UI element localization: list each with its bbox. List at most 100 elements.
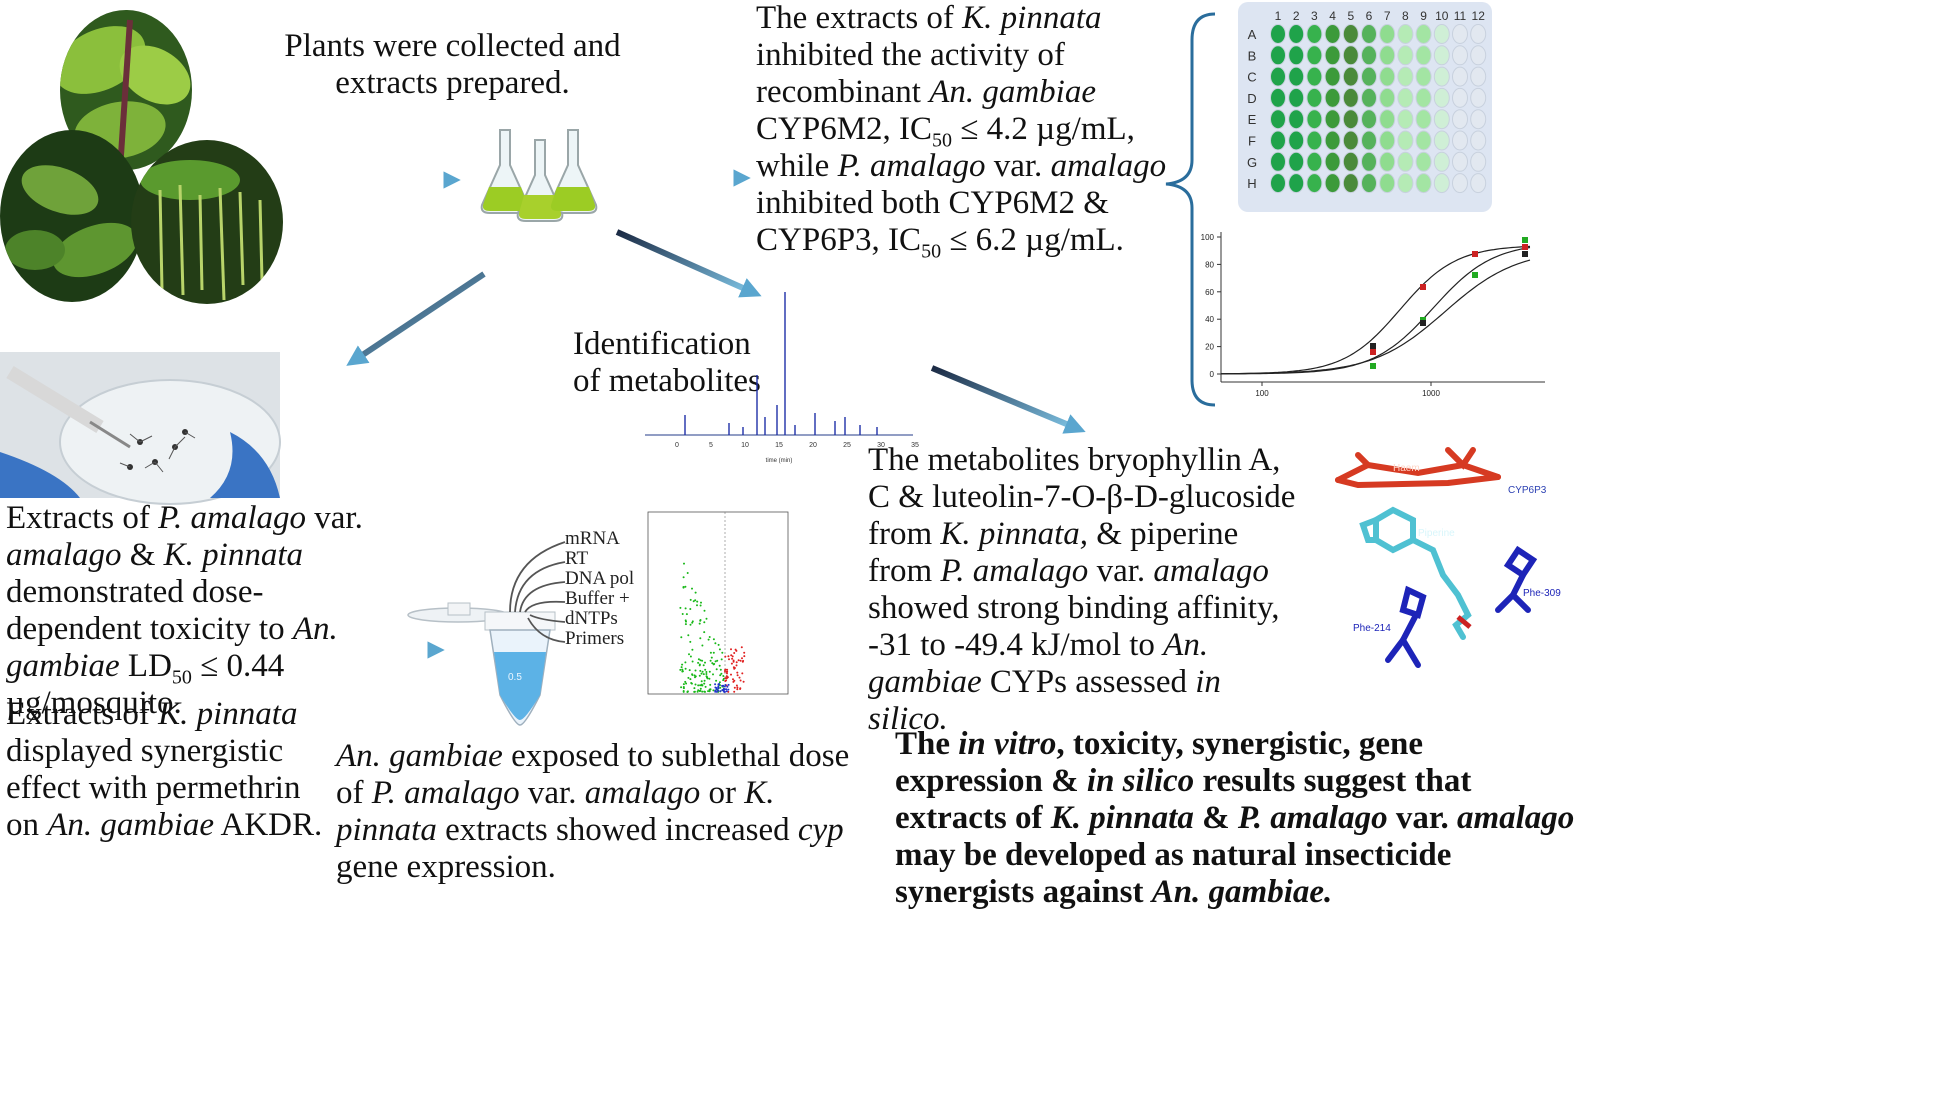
volcano-point-up	[732, 659, 735, 662]
plate-well	[1324, 66, 1341, 87]
plate-well	[1270, 109, 1286, 130]
plate-well	[1324, 109, 1341, 130]
volcano-point-down	[689, 608, 692, 610]
volcano-point-up	[726, 668, 729, 671]
volcano-point-down	[685, 682, 688, 685]
brace-icon	[1165, 12, 1216, 407]
volcano-point-down	[687, 634, 690, 637]
plate-well	[1379, 45, 1396, 66]
chromatogram-tick-label: 25	[843, 442, 851, 449]
plate-well	[1324, 45, 1341, 66]
volcano-point-down	[685, 620, 687, 623]
volcano-plot	[647, 511, 789, 695]
volcano-point-down	[691, 621, 694, 624]
volcano-point-up	[735, 661, 738, 664]
volcano-point-down	[697, 689, 700, 692]
volcano-point-down	[703, 609, 706, 612]
plate-well	[1270, 130, 1286, 151]
volcano-point-up	[740, 646, 743, 649]
plate-row-label: H	[1247, 176, 1256, 191]
volcano-point-down	[680, 636, 683, 639]
volcano-point-down	[714, 660, 717, 663]
volcano-point-ns	[719, 690, 722, 693]
volcano-point-up	[727, 655, 730, 658]
volcano-point-up	[742, 680, 745, 683]
plate-well	[1379, 66, 1396, 87]
plate-well	[1433, 109, 1450, 130]
plate-well	[1433, 45, 1450, 66]
volcano-point-ns	[723, 688, 726, 691]
plate-well	[1379, 87, 1396, 108]
volcano-point-down	[707, 690, 710, 693]
plate-well	[1470, 87, 1487, 108]
volcano-point-down	[708, 690, 711, 693]
volcano-point-ns	[723, 685, 726, 688]
y-tick-label: 100	[1201, 233, 1215, 242]
plate-well	[1415, 66, 1432, 87]
conclusion-text: The in vitro, toxicity, synergistic, gen…	[895, 726, 1575, 910]
plate-well	[1452, 45, 1468, 66]
plate-well	[1379, 109, 1396, 130]
volcano-point-up	[730, 648, 732, 651]
plate-row-label: G	[1247, 155, 1257, 170]
volcano-point-ns	[714, 686, 717, 689]
volcano-point-down	[700, 680, 703, 683]
plate-well	[1470, 45, 1487, 66]
chromatogram-tick-label: 20	[809, 442, 817, 449]
volcano-point-down	[682, 576, 685, 579]
volcano-point-ns	[725, 690, 728, 693]
volcano-point-down	[701, 644, 704, 647]
piperine-molecule	[1359, 506, 1472, 640]
extract-flasks-icon	[480, 129, 598, 222]
plate-well	[1288, 45, 1305, 66]
volcano-point-ns	[725, 688, 728, 691]
plate-well	[1452, 151, 1468, 172]
volcano-point-down	[709, 651, 712, 654]
plate-well	[1415, 173, 1432, 194]
plate-well	[1470, 173, 1487, 194]
plate-well	[1379, 130, 1396, 151]
plate-well	[1415, 24, 1432, 44]
volcano-point-down	[681, 668, 684, 671]
plate-col-label: 5	[1347, 9, 1354, 23]
volcano-point-down	[693, 674, 696, 677]
volcano-point-down	[703, 631, 706, 634]
cyp-inhibition-text: The extracts of K. pinnata inhibited the…	[756, 0, 1167, 263]
volcano-point-down	[687, 676, 690, 679]
plate-well	[1361, 66, 1377, 87]
volcano-point-down	[711, 662, 714, 665]
plate-well	[1288, 66, 1305, 87]
plate-col-label: 6	[1366, 9, 1373, 23]
volcano-point-down	[704, 668, 707, 671]
expression-text: An. gambiae exposed to sublethal dose of…	[336, 738, 850, 885]
volcano-point-up	[733, 686, 736, 689]
plate-well	[1452, 66, 1468, 87]
chromatogram-tick-label: 10	[741, 442, 749, 449]
volcano-point-down	[682, 683, 685, 686]
volcano-point-down	[681, 670, 684, 673]
volcano-point-down	[712, 689, 715, 692]
volcano-point-up	[730, 662, 733, 665]
plate-col-label: 1	[1275, 9, 1282, 23]
volcano-point-down	[705, 617, 708, 620]
arrow-flasks-to-toxicity	[346, 271, 486, 366]
phe309-residue	[1495, 545, 1538, 613]
volcano-point-down	[718, 681, 721, 684]
volcano-point-up	[731, 655, 734, 658]
plate-col-label: 7	[1384, 9, 1391, 23]
plate-well	[1306, 45, 1323, 66]
volcano-point-down	[716, 659, 719, 662]
plate-well	[1270, 45, 1286, 66]
volcano-point-ns	[727, 683, 730, 686]
volcano-point-down	[696, 604, 698, 607]
volcano-point-down	[702, 673, 705, 676]
plate-well	[1306, 109, 1323, 130]
volcano-point-up	[726, 672, 728, 675]
plate-well	[1397, 66, 1414, 87]
plate-well	[1433, 24, 1450, 44]
plate-well	[1415, 45, 1432, 66]
volcano-point-down	[699, 659, 702, 662]
volcano-point-ns	[714, 683, 717, 686]
volcano-point-down	[689, 623, 692, 626]
y-tick-label: 20	[1205, 343, 1214, 352]
